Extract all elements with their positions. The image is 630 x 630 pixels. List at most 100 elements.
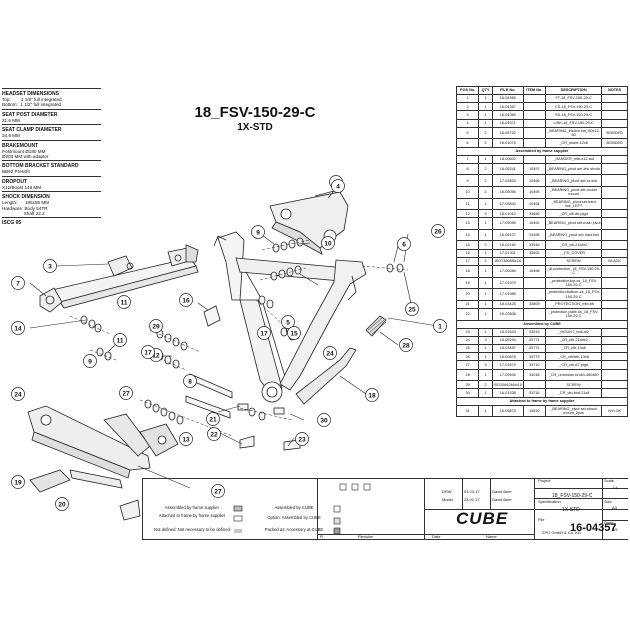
table-cell: _protection-bottom-cs_18_FSV-150-29-C xyxy=(544,288,603,301)
table-cell: 27 xyxy=(455,360,480,370)
table-cell xyxy=(601,228,628,242)
callout-number: 27 xyxy=(214,488,222,495)
spec-heading: BRAKEMOUNT xyxy=(2,142,39,149)
table-cell: 17-01879 xyxy=(491,360,524,370)
scale-value: 1:4 xyxy=(612,485,618,490)
table-cell: 28 xyxy=(455,368,480,382)
table-cell: 1 xyxy=(478,110,493,120)
column-header: NOTES xyxy=(601,86,628,95)
table-cell: 5 xyxy=(455,126,480,140)
column-header: QTY xyxy=(478,86,493,95)
table-cell: 17-00284 xyxy=(491,265,524,278)
table-cell: BLACK xyxy=(601,256,628,267)
callout-number: 9 xyxy=(256,229,260,236)
table-cell: 2 xyxy=(478,138,493,148)
table-cell: 16-03437 xyxy=(491,343,524,354)
table-cell xyxy=(601,93,628,104)
callout-circle xyxy=(365,388,379,402)
table-cell: 26 xyxy=(455,352,480,362)
callout-number: 9 xyxy=(88,358,92,365)
table-cell: 33809 xyxy=(522,299,546,310)
table-cell: 1 xyxy=(478,299,493,310)
table-cell: NYLOK xyxy=(601,404,628,418)
table-cell xyxy=(601,327,628,337)
callout-17: 17 xyxy=(141,345,155,359)
callout-number: 11 xyxy=(117,337,124,344)
legend-symbols xyxy=(233,483,371,535)
callout-number: 13 xyxy=(182,436,190,443)
callout-number: 20 xyxy=(58,501,66,508)
table-cell: 19 xyxy=(455,276,480,290)
table-cell: 16-05241 xyxy=(491,162,524,176)
callout-circle xyxy=(321,236,335,250)
table-cell: 16-04365 xyxy=(491,93,524,104)
spec-value: Top: 1 1/8" full integrated xyxy=(2,97,62,102)
table-cell: 20 xyxy=(455,288,480,301)
table-cell: 17-01985 xyxy=(491,288,524,301)
callout-circle xyxy=(433,319,447,333)
callout-number: 24 xyxy=(326,350,334,357)
table-cell: 1 xyxy=(478,368,493,382)
legend-attached-by-frame-supplier: Attached to frame by frame supplier xyxy=(158,513,226,518)
table-cell xyxy=(522,256,546,267)
spec-heading: DROPOUT xyxy=(2,178,27,185)
drw-by: David Beer xyxy=(492,489,512,494)
table-cell: 6 xyxy=(455,138,480,148)
table-cell: 8 xyxy=(455,162,480,176)
spec-value: Hardware: Body 54TR xyxy=(2,205,48,211)
table-cell xyxy=(601,240,628,250)
callout-number: 28 xyxy=(402,342,410,349)
table-cell: CS-18_FSV-150-29-C xyxy=(544,102,603,112)
callout-number: 15 xyxy=(290,330,298,337)
title-block: Assembled by frame supplier Attached to … xyxy=(142,478,628,540)
table-cell: 16 xyxy=(455,248,480,258)
callout-number: 30 xyxy=(320,417,328,424)
main-frame-part xyxy=(213,231,367,403)
table-cell: 33716 xyxy=(522,388,546,398)
table-cell: _BEARING_pivot set-ss link xyxy=(544,174,603,187)
table-cell xyxy=(601,380,628,390)
table-cell xyxy=(601,299,628,310)
table-cell: _CR_clk-21x8x2 xyxy=(544,240,603,250)
callout-number: 10 xyxy=(324,240,332,247)
callout-number: 21 xyxy=(209,416,217,423)
column-header: ITEM No. xyxy=(522,86,546,95)
spec-divider xyxy=(2,175,101,177)
table-cell: 1 xyxy=(455,93,480,104)
callout-28: 28 xyxy=(399,338,413,352)
table-cell xyxy=(522,380,546,390)
table-cell xyxy=(601,288,628,301)
model-date: 23.02.17 xyxy=(464,497,480,502)
callout-circle xyxy=(117,295,131,309)
table-cell xyxy=(601,335,628,345)
callout-24: 24 xyxy=(323,346,337,360)
spec-value: Ø203 MM with adapter xyxy=(2,154,49,160)
table-cell: 10494 xyxy=(522,197,546,211)
table-cell: 7 xyxy=(455,154,480,164)
table-cell: 16-03343 xyxy=(491,327,524,337)
table-cell: _BEARING_pivot set-main pivot xyxy=(544,217,603,230)
scale-label: Scale xyxy=(604,478,615,483)
table-cell: 2 xyxy=(455,102,480,112)
callout-circle xyxy=(257,326,271,340)
callout-16: 16 xyxy=(179,293,193,307)
callout-number: 4 xyxy=(336,183,340,190)
table-cell: 33919 xyxy=(522,327,546,337)
spec-heading: BOTTOM BRACKET STANDARD xyxy=(2,163,79,170)
spec-divider xyxy=(2,139,101,141)
table-cell: 14 xyxy=(455,228,480,242)
callout-circle xyxy=(251,225,265,239)
table-cell: 33772 xyxy=(522,343,546,354)
spec-value: Bottom: 1 1/2" full integrated xyxy=(2,102,62,108)
spec-heading: SEAT CLAMP DIAMETER xyxy=(2,127,62,134)
